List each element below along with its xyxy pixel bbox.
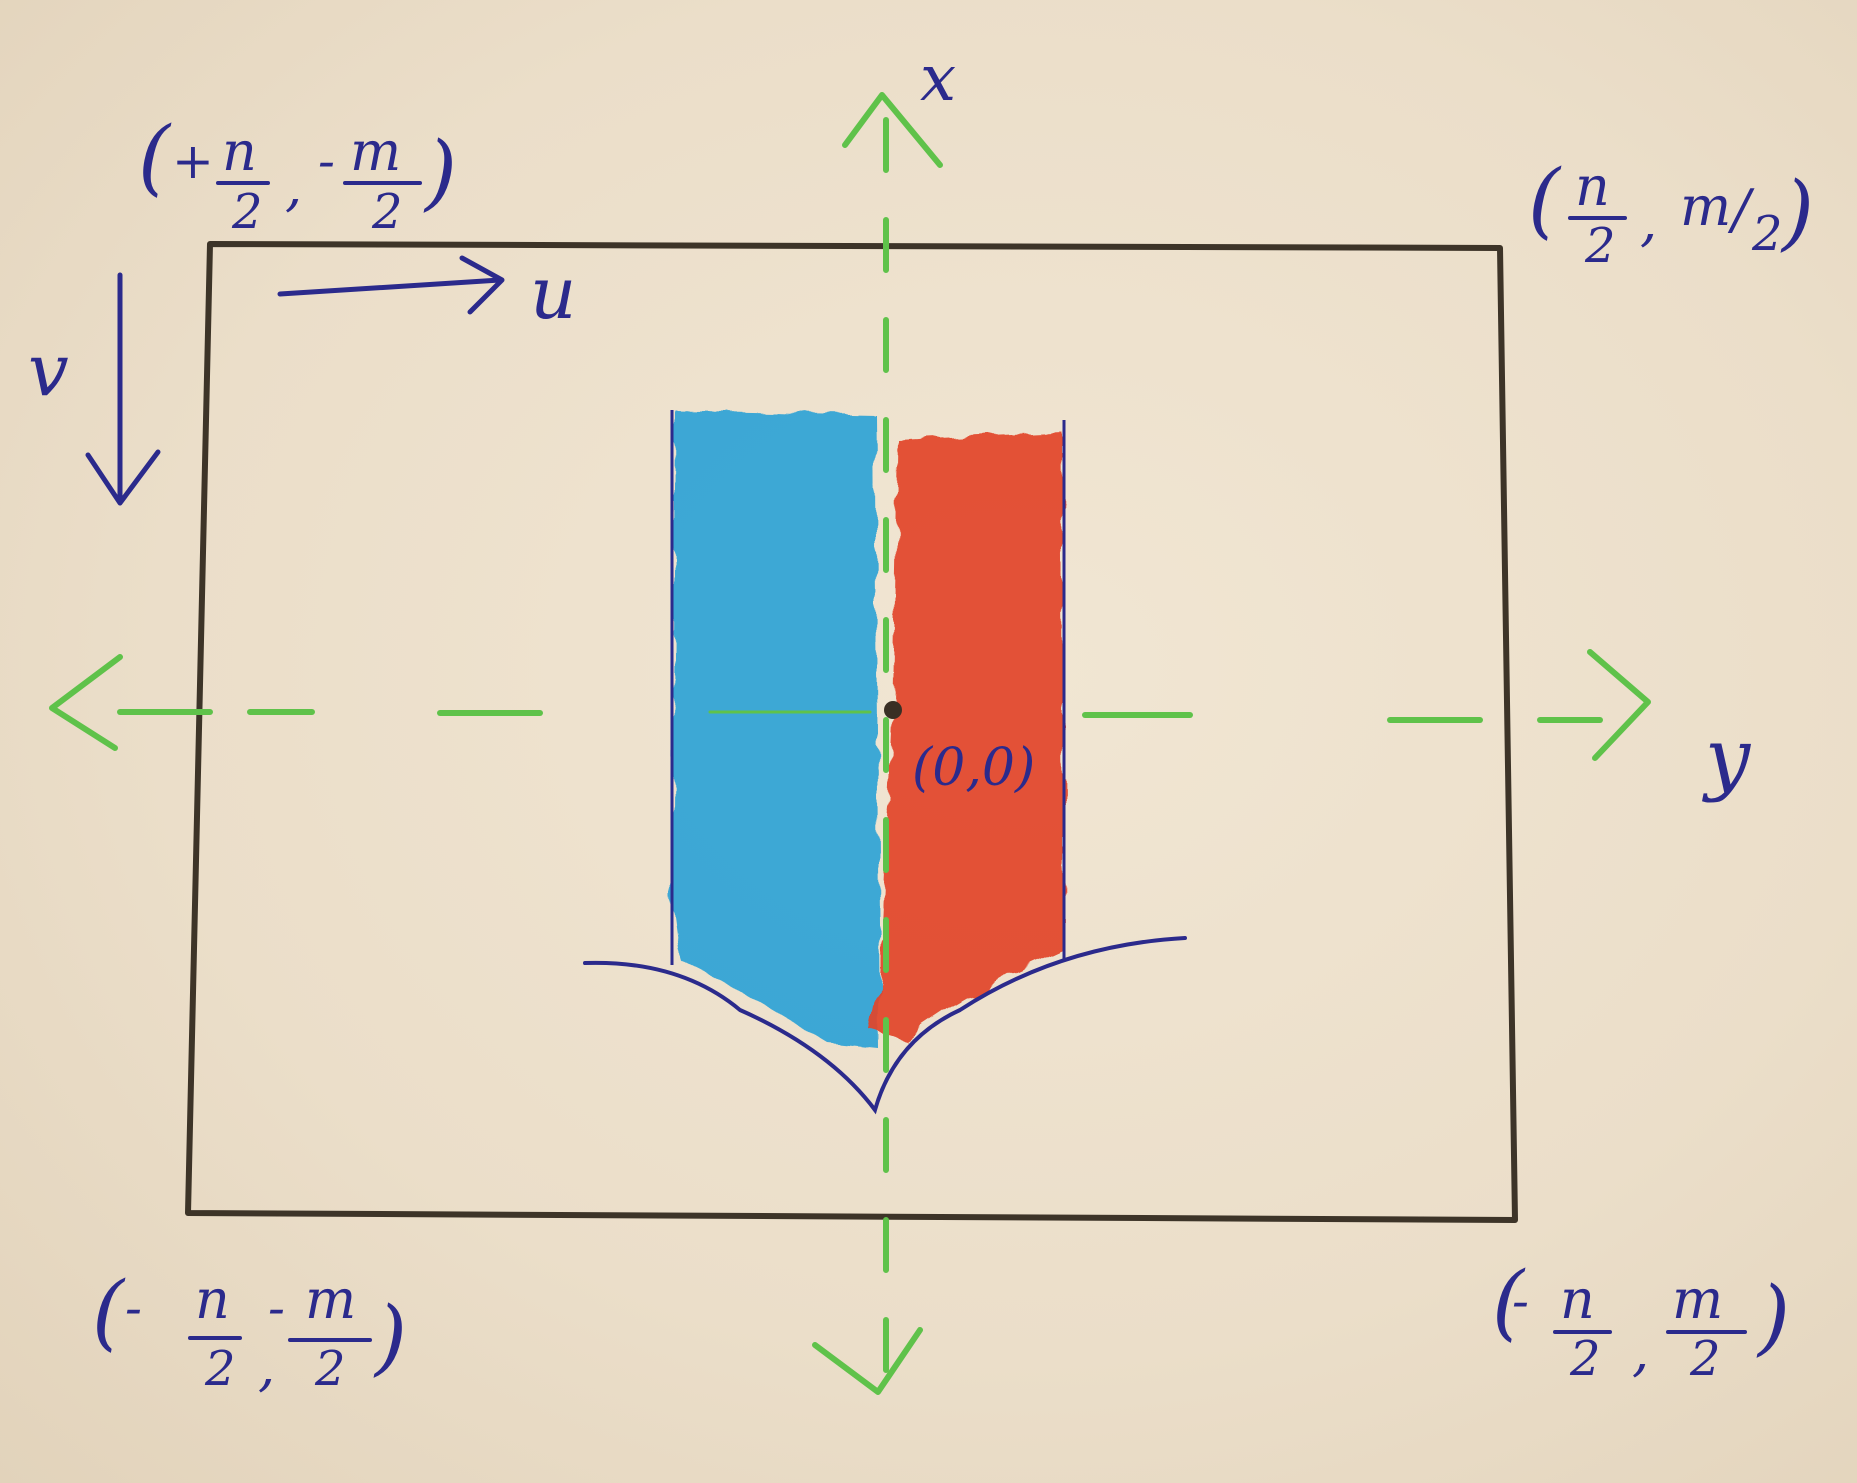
y-axis-label: y bbox=[1702, 711, 1752, 804]
svg-text:-: - bbox=[318, 132, 335, 190]
svg-text:n: n bbox=[1560, 1268, 1595, 1331]
shield bbox=[583, 410, 1187, 1115]
svg-text:): ) bbox=[1756, 1270, 1790, 1365]
svg-text:n: n bbox=[195, 1268, 230, 1331]
svg-text:): ) bbox=[423, 125, 457, 220]
svg-text:2: 2 bbox=[204, 1341, 236, 1397]
image-frame bbox=[185, 241, 1518, 1223]
u-axis-label: u bbox=[530, 251, 576, 335]
svg-text:m: m bbox=[305, 1268, 356, 1331]
corner-label-top-left: ( + n 2 , - m 2 ) bbox=[138, 110, 457, 240]
svg-text:n: n bbox=[1575, 155, 1610, 218]
svg-text:2: 2 bbox=[314, 1341, 346, 1397]
svg-text:,: , bbox=[285, 155, 302, 218]
svg-text:,: , bbox=[258, 1335, 275, 1398]
shield-blue-half bbox=[672, 410, 880, 1050]
svg-text:/: / bbox=[1727, 178, 1755, 241]
vertical-axis bbox=[812, 92, 943, 1395]
svg-text:(: ( bbox=[1492, 1255, 1526, 1350]
origin-label: (0,0) bbox=[912, 738, 1035, 798]
x-axis-label: x bbox=[920, 42, 956, 116]
svg-text:(: ( bbox=[92, 1265, 126, 1360]
svg-text:m: m bbox=[1680, 175, 1731, 238]
svg-text:m: m bbox=[350, 120, 401, 183]
corner-label-bottom-right: ( - n 2 , m 2 ) bbox=[1492, 1255, 1790, 1387]
axis-arrow-left bbox=[49, 654, 123, 751]
svg-text:): ) bbox=[373, 1290, 407, 1385]
svg-text:+: + bbox=[172, 132, 214, 190]
svg-text:,: , bbox=[1640, 190, 1657, 253]
shield-red-half bbox=[870, 432, 1064, 1040]
svg-text:-: - bbox=[125, 1279, 142, 1337]
svg-text:m: m bbox=[1672, 1268, 1723, 1331]
svg-text:(: ( bbox=[1528, 153, 1562, 248]
svg-text:): ) bbox=[1780, 165, 1814, 260]
axis-arrow-down bbox=[812, 1327, 923, 1395]
svg-text:2: 2 bbox=[1569, 1331, 1601, 1387]
shield-bottom-curve bbox=[583, 936, 1187, 1115]
svg-text:2: 2 bbox=[231, 184, 263, 240]
svg-text:2: 2 bbox=[1584, 218, 1616, 274]
svg-text:2: 2 bbox=[371, 184, 403, 240]
v-axis-label: v bbox=[28, 328, 69, 412]
svg-text:(: ( bbox=[138, 110, 172, 205]
svg-text:-: - bbox=[1512, 1272, 1529, 1330]
svg-text:-: - bbox=[268, 1279, 285, 1337]
origin-point bbox=[884, 701, 902, 719]
svg-text:2: 2 bbox=[1751, 206, 1783, 262]
axis-arrow-right bbox=[1587, 649, 1651, 761]
v-direction-arrow bbox=[85, 272, 161, 506]
corner-label-top-right: ( n 2 , m / 2 ) bbox=[1528, 153, 1814, 274]
svg-text:,: , bbox=[1632, 1320, 1649, 1383]
axis-arrow-up bbox=[842, 92, 943, 168]
svg-text:n: n bbox=[222, 120, 257, 183]
horizontal-axis bbox=[49, 649, 1651, 761]
corner-label-bottom-left: ( - n 2 , - m 2 ) bbox=[92, 1265, 407, 1398]
svg-text:2: 2 bbox=[1689, 1331, 1721, 1387]
u-direction-arrow bbox=[277, 255, 505, 315]
